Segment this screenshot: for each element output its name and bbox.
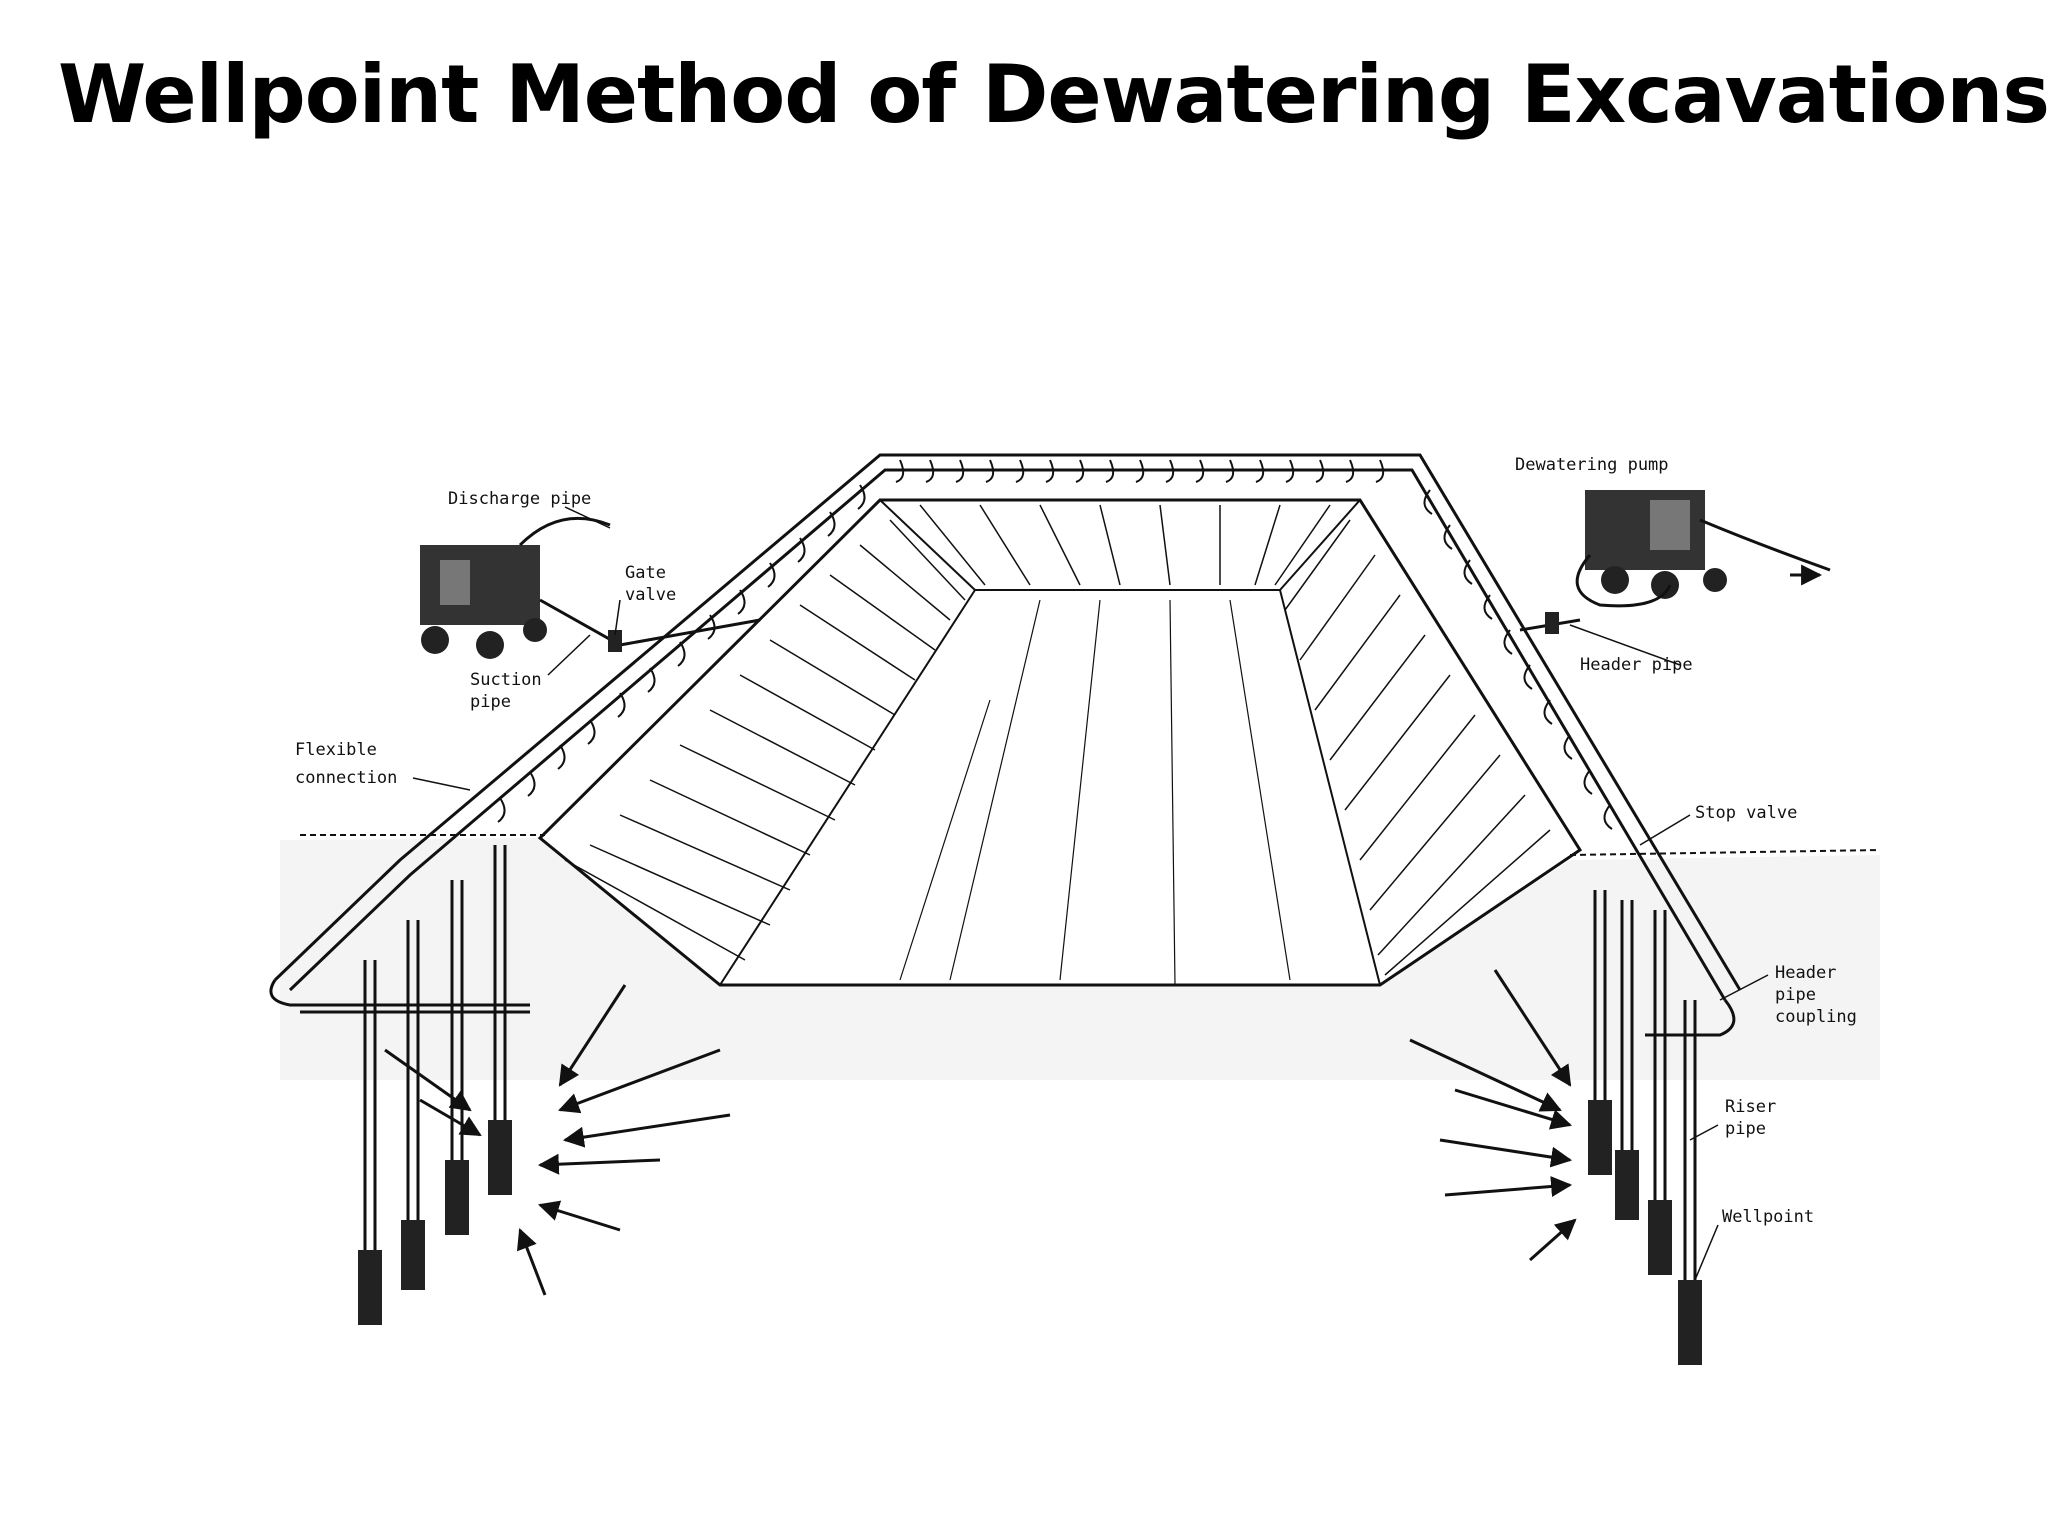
label-riser-pipe-line1: Riser	[1725, 1097, 1776, 1117]
label-header-pipe-coupling-line1: Header	[1775, 963, 1836, 983]
label-discharge-pipe: Discharge pipe	[448, 489, 591, 509]
wellpoints-left	[358, 1120, 512, 1325]
leader-lines	[412, 506, 1769, 1281]
ground-surface	[280, 834, 1881, 1080]
dewatering-pump-right	[1519, 490, 1831, 634]
header-pipe	[269, 453, 1742, 1037]
flexible-connections	[497, 459, 1613, 830]
pit-floor-streaks	[899, 599, 1291, 986]
label-gate-valve-line1: Gate	[625, 563, 666, 583]
excavation-pit	[537, 498, 1583, 987]
label-suction-pipe-line2: pipe	[470, 692, 511, 712]
label-gate-valve-line2: valve	[625, 585, 676, 605]
flow-arrows-left	[384, 984, 731, 1296]
label-header-pipe-coupling-line2: pipe	[1775, 985, 1816, 1005]
label-flexible-connection-line2: connection	[295, 768, 397, 788]
slope-hatching-right	[1284, 519, 1551, 976]
label-header-pipe: Header pipe	[1580, 655, 1693, 675]
label-header-pipe-coupling-line3: coupling	[1775, 1007, 1857, 1027]
label-suction-pipe-line1: Suction	[470, 670, 542, 690]
back-wall-hatching	[919, 504, 1331, 586]
label-dewatering-pump: Dewatering pump	[1515, 455, 1669, 475]
discharge-pump-left	[420, 516, 761, 659]
riser-pipes-right	[1593, 890, 1697, 1280]
wellpoints-right	[1588, 1100, 1702, 1365]
label-riser-pipe-line2: pipe	[1725, 1119, 1766, 1139]
flow-arrows-right	[1409, 969, 1577, 1262]
label-stop-valve: Stop valve	[1695, 803, 1797, 823]
label-wellpoint: Wellpoint	[1722, 1207, 1814, 1227]
label-flexible-connection-line1: Flexible	[295, 740, 377, 760]
slope-hatching-left	[564, 519, 966, 961]
slide-title: Wellpoint Method of Dewatering Excavatio…	[58, 48, 2048, 141]
riser-pipes-left	[363, 845, 507, 1250]
